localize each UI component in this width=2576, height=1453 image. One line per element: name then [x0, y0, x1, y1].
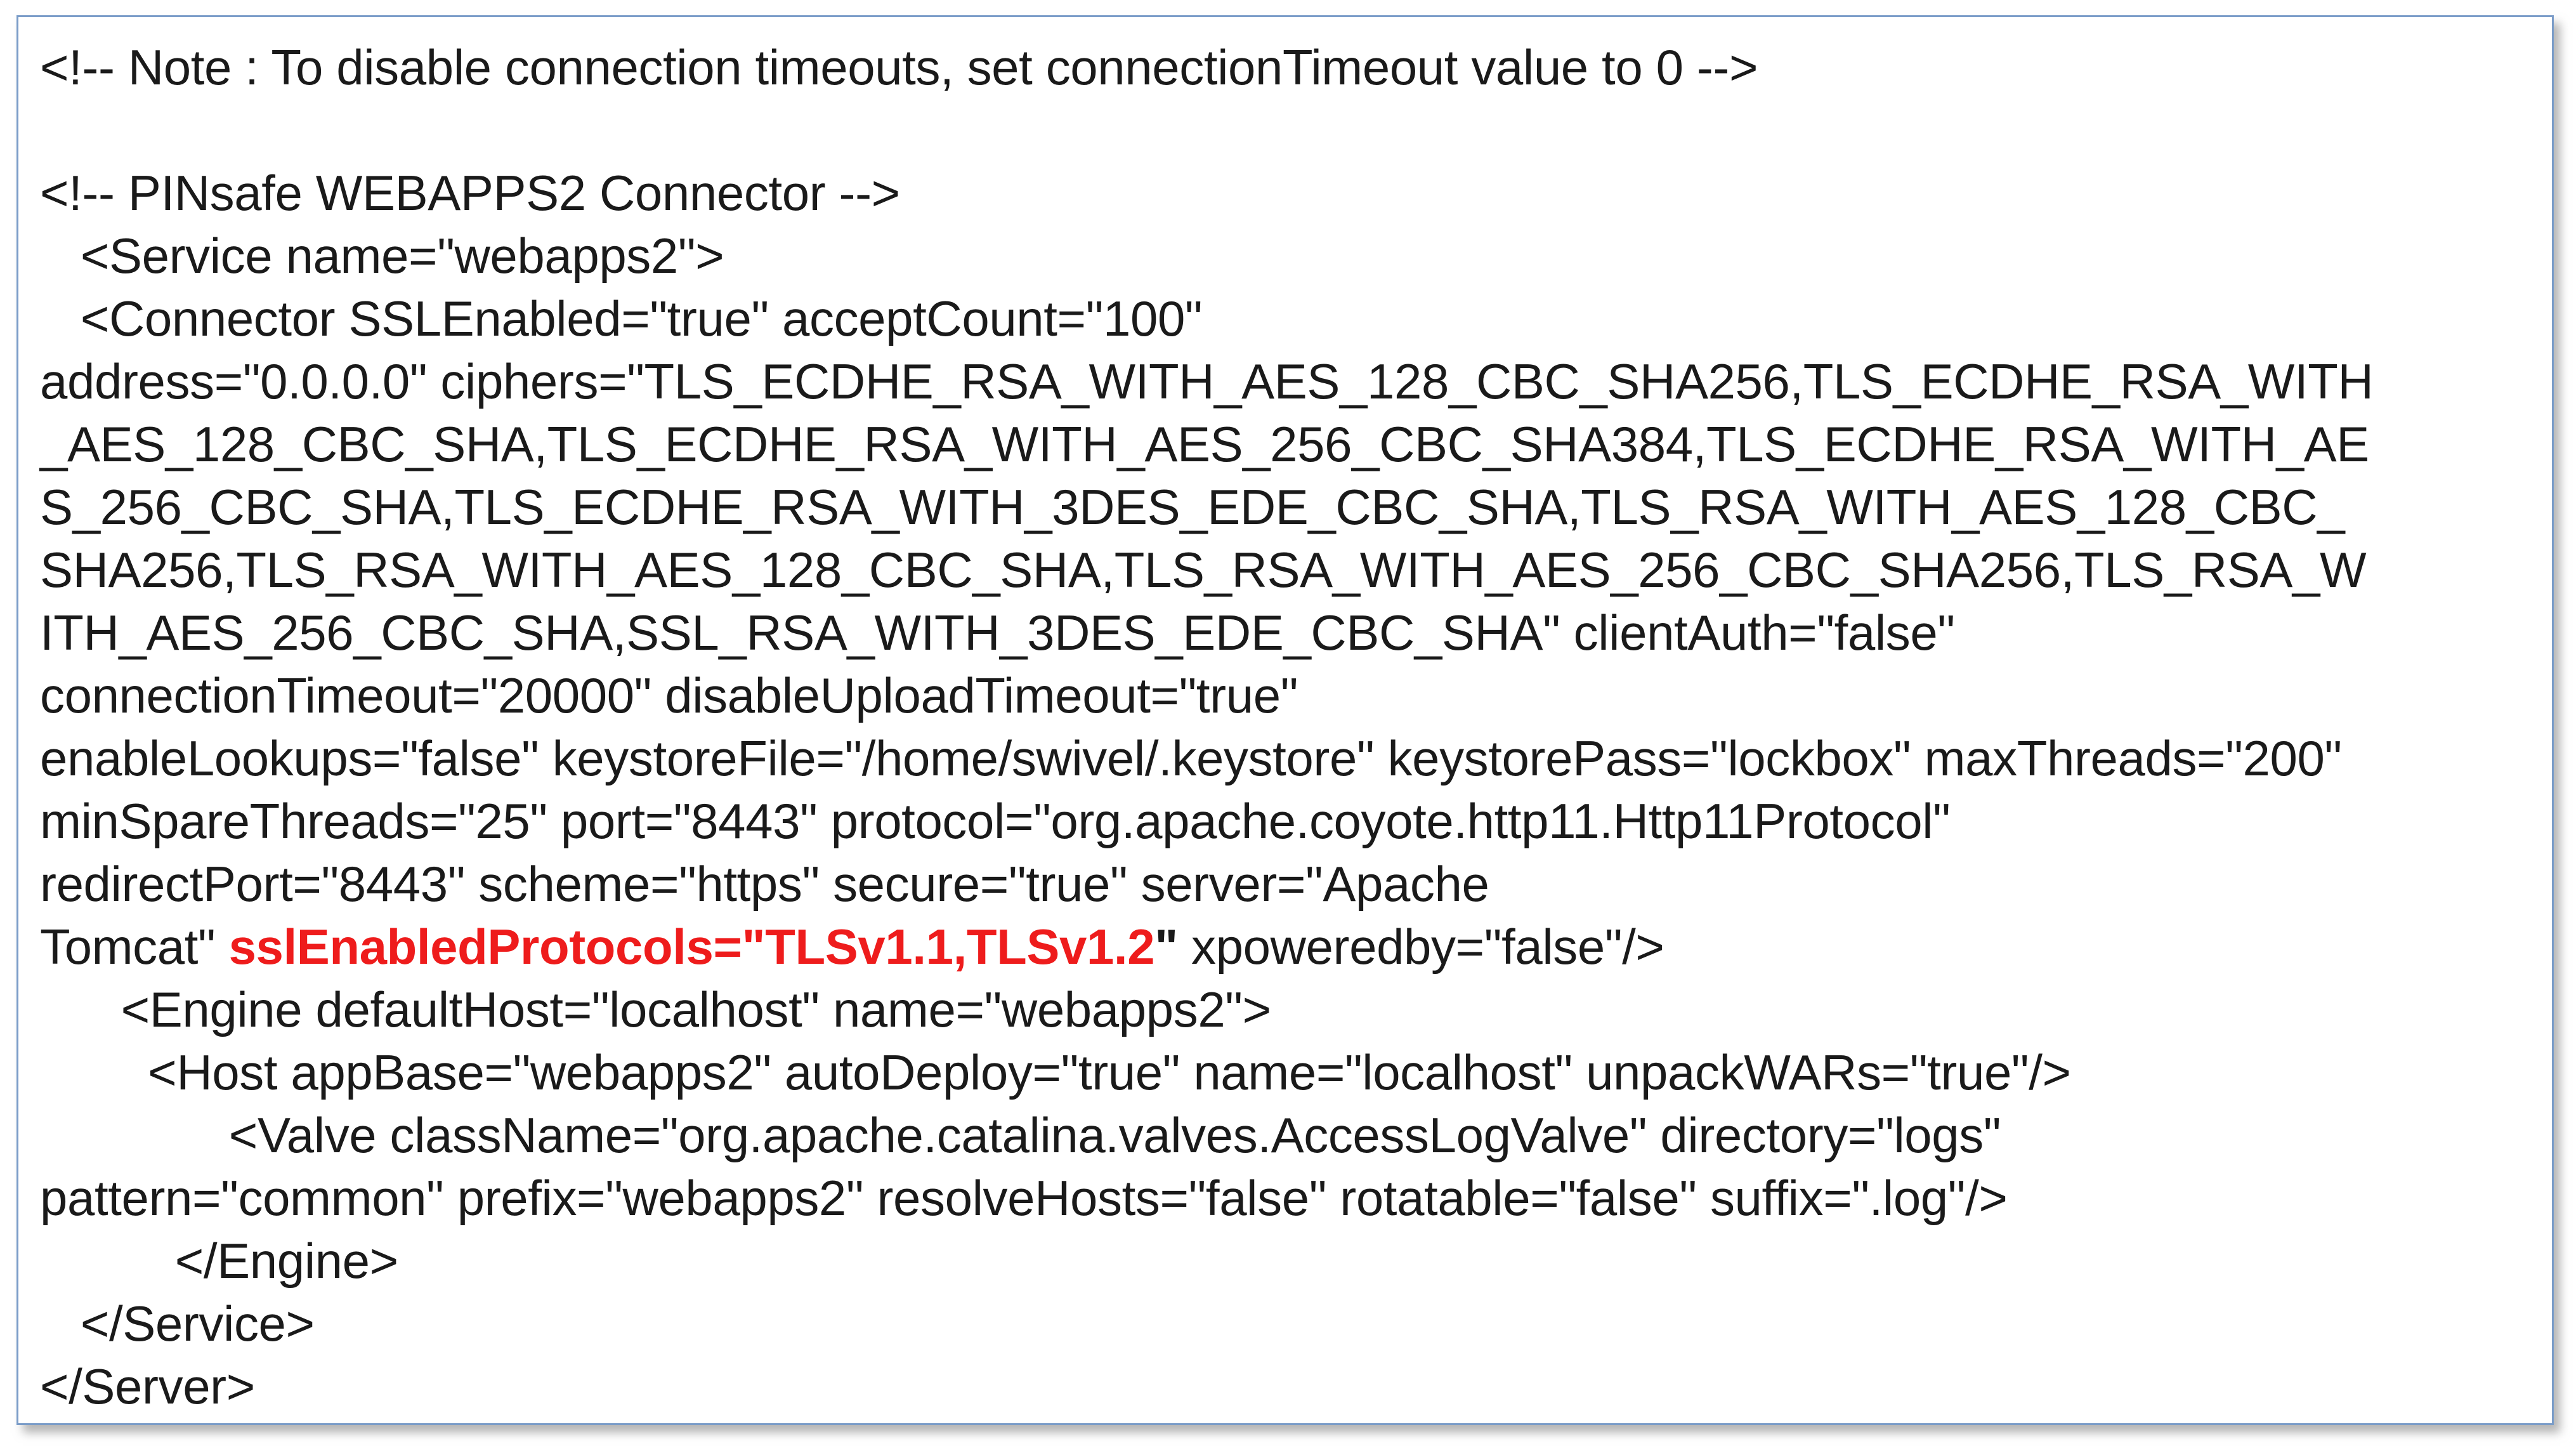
code-line-server-close: </Server>: [40, 1358, 255, 1414]
code-line-ciphers-1: address="0.0.0.0" ciphers="TLS_ECDHE_RSA…: [40, 353, 2374, 409]
code-line-engine-close: </Engine>: [40, 1233, 398, 1289]
code-line-comment-note: <!-- Note : To disable connection timeou…: [40, 39, 1758, 95]
code-line-comment-connector: <!-- PINsafe WEBAPPS2 Connector -->: [40, 165, 900, 221]
code-line-blank: [40, 99, 2539, 162]
code-text-xpoweredby: xpoweredby="false"/>: [1177, 919, 1664, 975]
code-line-valve-pattern: pattern="common" prefix="webapps2" resol…: [40, 1170, 2008, 1226]
code-line-protocol: minSpareThreads="25" port="8443" protoco…: [40, 793, 1951, 849]
code-text-tomcat: Tomcat": [40, 919, 229, 975]
code-line-ciphers-5: ITH_AES_256_CBC_SHA,SSL_RSA_WITH_3DES_ED…: [40, 605, 1955, 661]
code-line-engine-open: <Engine defaultHost="localhost" name="we…: [40, 982, 1272, 1037]
code-snippet-frame: <!-- Note : To disable connection timeou…: [16, 15, 2554, 1425]
code-line-keystore: enableLookups="false" keystoreFile="/hom…: [40, 730, 2342, 786]
code-line-ciphers-4: SHA256,TLS_RSA_WITH_AES_128_CBC_SHA,TLS_…: [40, 542, 2367, 598]
config-code-block: <!-- Note : To disable connection timeou…: [40, 36, 2539, 1418]
code-line-service-open: <Service name="webapps2">: [40, 228, 724, 284]
ssl-enabled-protocols-highlight: sslEnabledProtocols="TLSv1.1,TLSv1.2: [228, 919, 1155, 975]
code-line-connector-open: <Connector SSLEnabled="true" acceptCount…: [40, 291, 1203, 346]
code-line-valve: <Valve className="org.apache.catalina.va…: [40, 1107, 2001, 1163]
code-line-ciphers-2: _AES_128_CBC_SHA,TLS_ECDHE_RSA_WITH_AES_…: [40, 416, 2369, 472]
code-line-host: <Host appBase="webapps2" autoDeploy="tru…: [40, 1044, 2071, 1100]
code-line-redirect-port: redirectPort="8443" scheme="https" secur…: [40, 856, 1489, 912]
code-line-connection-timeout: connectionTimeout="20000" disableUploadT…: [40, 667, 1298, 723]
highlight-closing-quote: ": [1154, 919, 1178, 975]
code-line-ssl-protocols: Tomcat" sslEnabledProtocols="TLSv1.1,TLS…: [40, 916, 2539, 978]
code-line-service-close: </Service>: [40, 1296, 315, 1351]
code-line-ciphers-3: S_256_CBC_SHA,TLS_ECDHE_RSA_WITH_3DES_ED…: [40, 479, 2345, 535]
